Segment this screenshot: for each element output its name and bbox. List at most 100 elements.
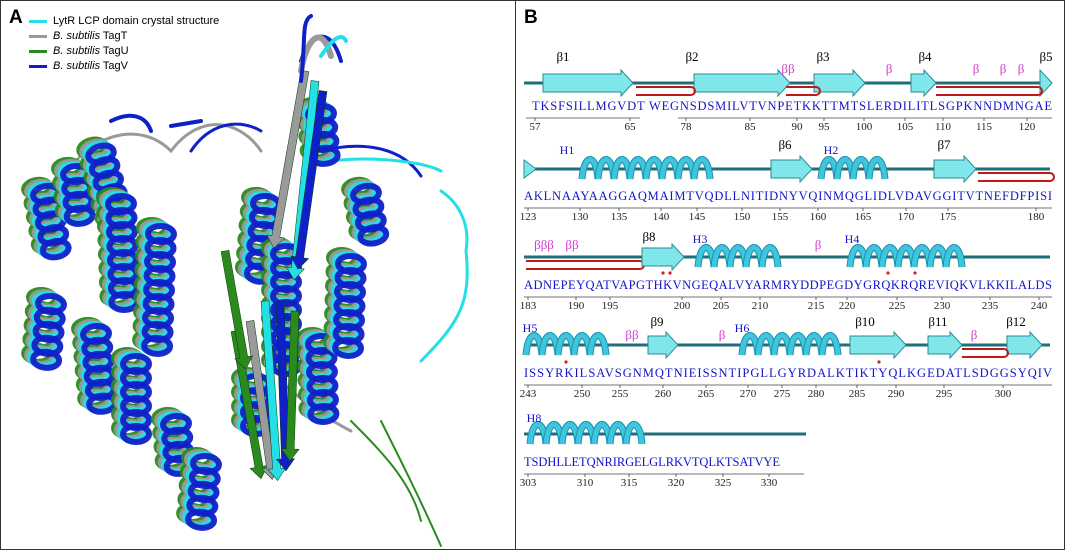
ruler-number: 295 [936,388,953,400]
strand-arrow [220,250,254,370]
turn-label: β [971,327,978,342]
sequence-text: ISSYRKILSAVSGNMQTNIEISSNTIPGLLGYRDALKTIK… [524,366,1052,380]
helix-ribbon [332,252,367,359]
beta-hairpin [978,172,1055,182]
helix-ribbon [305,332,340,425]
loop-coil [329,157,443,173]
turn-label: β [973,61,980,76]
helix-ribbon [350,182,390,247]
loop-coil [299,14,313,83]
strand-label: β3 [816,49,829,64]
ruler-number: 190 [568,300,585,312]
helix-ribbon [120,353,152,445]
strand-shape [220,250,254,370]
helix-coil [943,245,965,268]
sequence-text: AKLNAAYAAGGAQMAIMTVQDLLNITIDNYVQINMQGLID… [524,189,1052,203]
ruler-number: 105 [897,121,914,133]
turn-label: ββ [625,327,639,342]
sequence-text: ADNEPEYQATVAPGTHKVNGEQALVYARMRYDDPEGDYGR… [524,278,1052,292]
ruler-number: 275 [774,388,791,400]
loop-coil [169,119,203,128]
ruler-number: 160 [810,211,827,223]
ruler-number: 265 [698,388,715,400]
strand-label: β4 [918,49,932,64]
legend-swatch-tagt [29,35,47,38]
strand-shape [290,90,328,270]
ruler-number: 85 [745,121,757,133]
helix-coil [623,422,645,445]
helix-label: H4 [845,232,860,246]
beta-strand-arrow [927,330,963,360]
strand-label: β7 [937,137,951,152]
structure-legend: LytR LCP domain crystal structure B. sub… [29,14,219,74]
strand-arrow [285,80,320,281]
ruler-number: 170 [898,211,915,223]
ruler-number: 225 [889,300,906,312]
helix-turn [120,423,152,445]
turn-label: β [815,237,822,252]
beta-strand-arrow [910,68,937,98]
helix-label: H5 [523,321,538,335]
alpha-helix [522,332,610,356]
ruler-number: 155 [772,211,789,223]
ruler-number: 290 [888,388,905,400]
beta-strand-arrow [647,330,679,360]
alpha-helix [817,156,889,180]
legend-swatch-tagv [29,65,47,68]
helix-ribbon [30,292,67,371]
alpha-helix [694,244,782,268]
ruler-number: 135 [611,211,628,223]
beta-strand-arrow [1006,330,1043,360]
turn-label: β [719,327,726,342]
ruler-number: 110 [935,121,952,133]
turn-label: ββ [565,237,579,252]
turn-label: β [1000,61,1007,76]
mutation-dot [661,271,665,275]
ruler-number: 255 [612,388,629,400]
helix-coil [587,333,609,356]
loop-coil [109,113,153,133]
helix-turn [141,334,174,357]
strand-shape [285,80,320,281]
mutation-dot [564,360,568,364]
ruler-number: 315 [621,477,638,489]
loop-coil [380,420,442,547]
strand-arrow [266,70,310,249]
ruler-number: 65 [625,121,637,133]
helix-label: H6 [735,321,750,335]
ruler-number: 165 [855,211,872,223]
ruler-number: 180 [1028,211,1045,223]
strand-shape [266,70,310,249]
helix-ribbon [185,452,222,531]
strand-arrow [280,310,300,462]
ruler-number: 90 [792,121,804,133]
ruler-number: 243 [520,388,537,400]
ruler-number: 183 [520,300,537,312]
helix-turn [332,336,365,359]
ruler-number: 220 [839,300,856,312]
helix-coil [691,157,713,180]
beta-hairpin [526,260,645,270]
ruler-number: 210 [752,300,769,312]
ruler-number: 123 [520,211,537,223]
helix-turn [357,224,390,247]
turn-label: ββ [781,61,795,76]
beta-hairpin [936,86,1043,96]
ruler-number: 120 [1019,121,1036,133]
helix-coil [759,245,781,268]
helix-label: H3 [693,232,708,246]
legend-entry-lytr: LytR LCP domain crystal structure [29,14,219,29]
strand-shape [260,300,287,481]
legend-entry-tagu: B. subtilis TagU [29,44,219,59]
mutation-dot [877,360,881,364]
legend-entry-tagt: B. subtilis TagT [29,29,219,44]
beta-strand-arrow [1039,68,1053,98]
ruler-number: 300 [995,388,1012,400]
mutation-dot [886,271,890,275]
ruler-number: 100 [856,121,873,133]
ruler-number: 200 [674,300,691,312]
strand-label: β6 [778,137,792,152]
strand-shape [230,330,269,480]
